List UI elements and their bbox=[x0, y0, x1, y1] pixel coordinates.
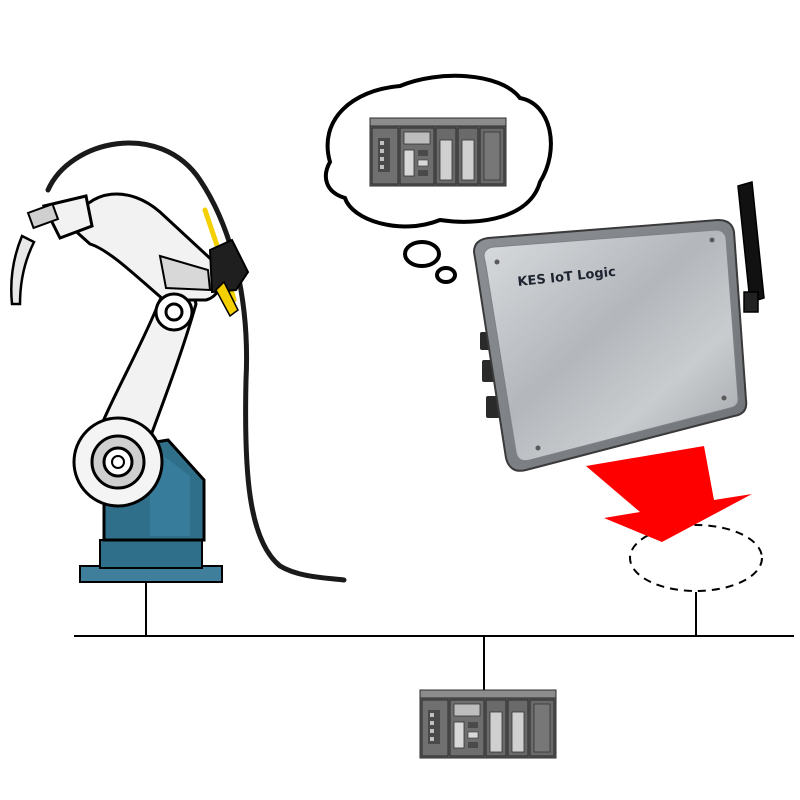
antenna-icon bbox=[738, 182, 764, 302]
thought-dot-large bbox=[405, 242, 439, 266]
plc-icon[interactable] bbox=[420, 690, 556, 758]
down-arrow-icon bbox=[586, 446, 752, 542]
industrial-robot-icon[interactable] bbox=[11, 143, 344, 582]
thought-dot-small bbox=[437, 268, 455, 282]
torch-nozzle bbox=[11, 236, 34, 304]
plc-in-bubble-icon bbox=[370, 118, 506, 186]
iot-gateway-icon[interactable]: KES IoT Logic bbox=[474, 182, 764, 471]
network-bus bbox=[74, 582, 794, 690]
